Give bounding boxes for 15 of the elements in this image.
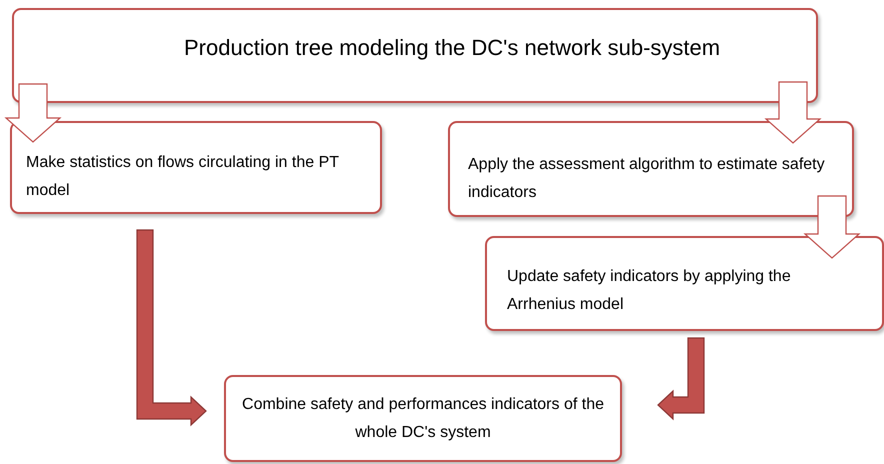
arrow [803,195,861,259]
process-box [12,8,818,103]
arrow [657,337,705,420]
process-box [485,236,884,331]
box-text: Make statistics on flows circulating in the PT model [26,152,340,200]
box-text: Apply the assessment algorithm to estimate safety indicators [468,155,826,203]
arrow [4,83,62,143]
box-text: Production tree modeling the DC's network sub-system [184,34,720,62]
process-box [448,121,854,217]
box-text: Update safety indicators by applying the Arrhenius model [507,266,792,314]
arrow [764,81,822,144]
process-box [224,375,622,462]
arrow [136,229,207,426]
process-box [10,121,382,214]
box-text: Combine safety and performances indicators of the whole DC's system [241,394,605,442]
